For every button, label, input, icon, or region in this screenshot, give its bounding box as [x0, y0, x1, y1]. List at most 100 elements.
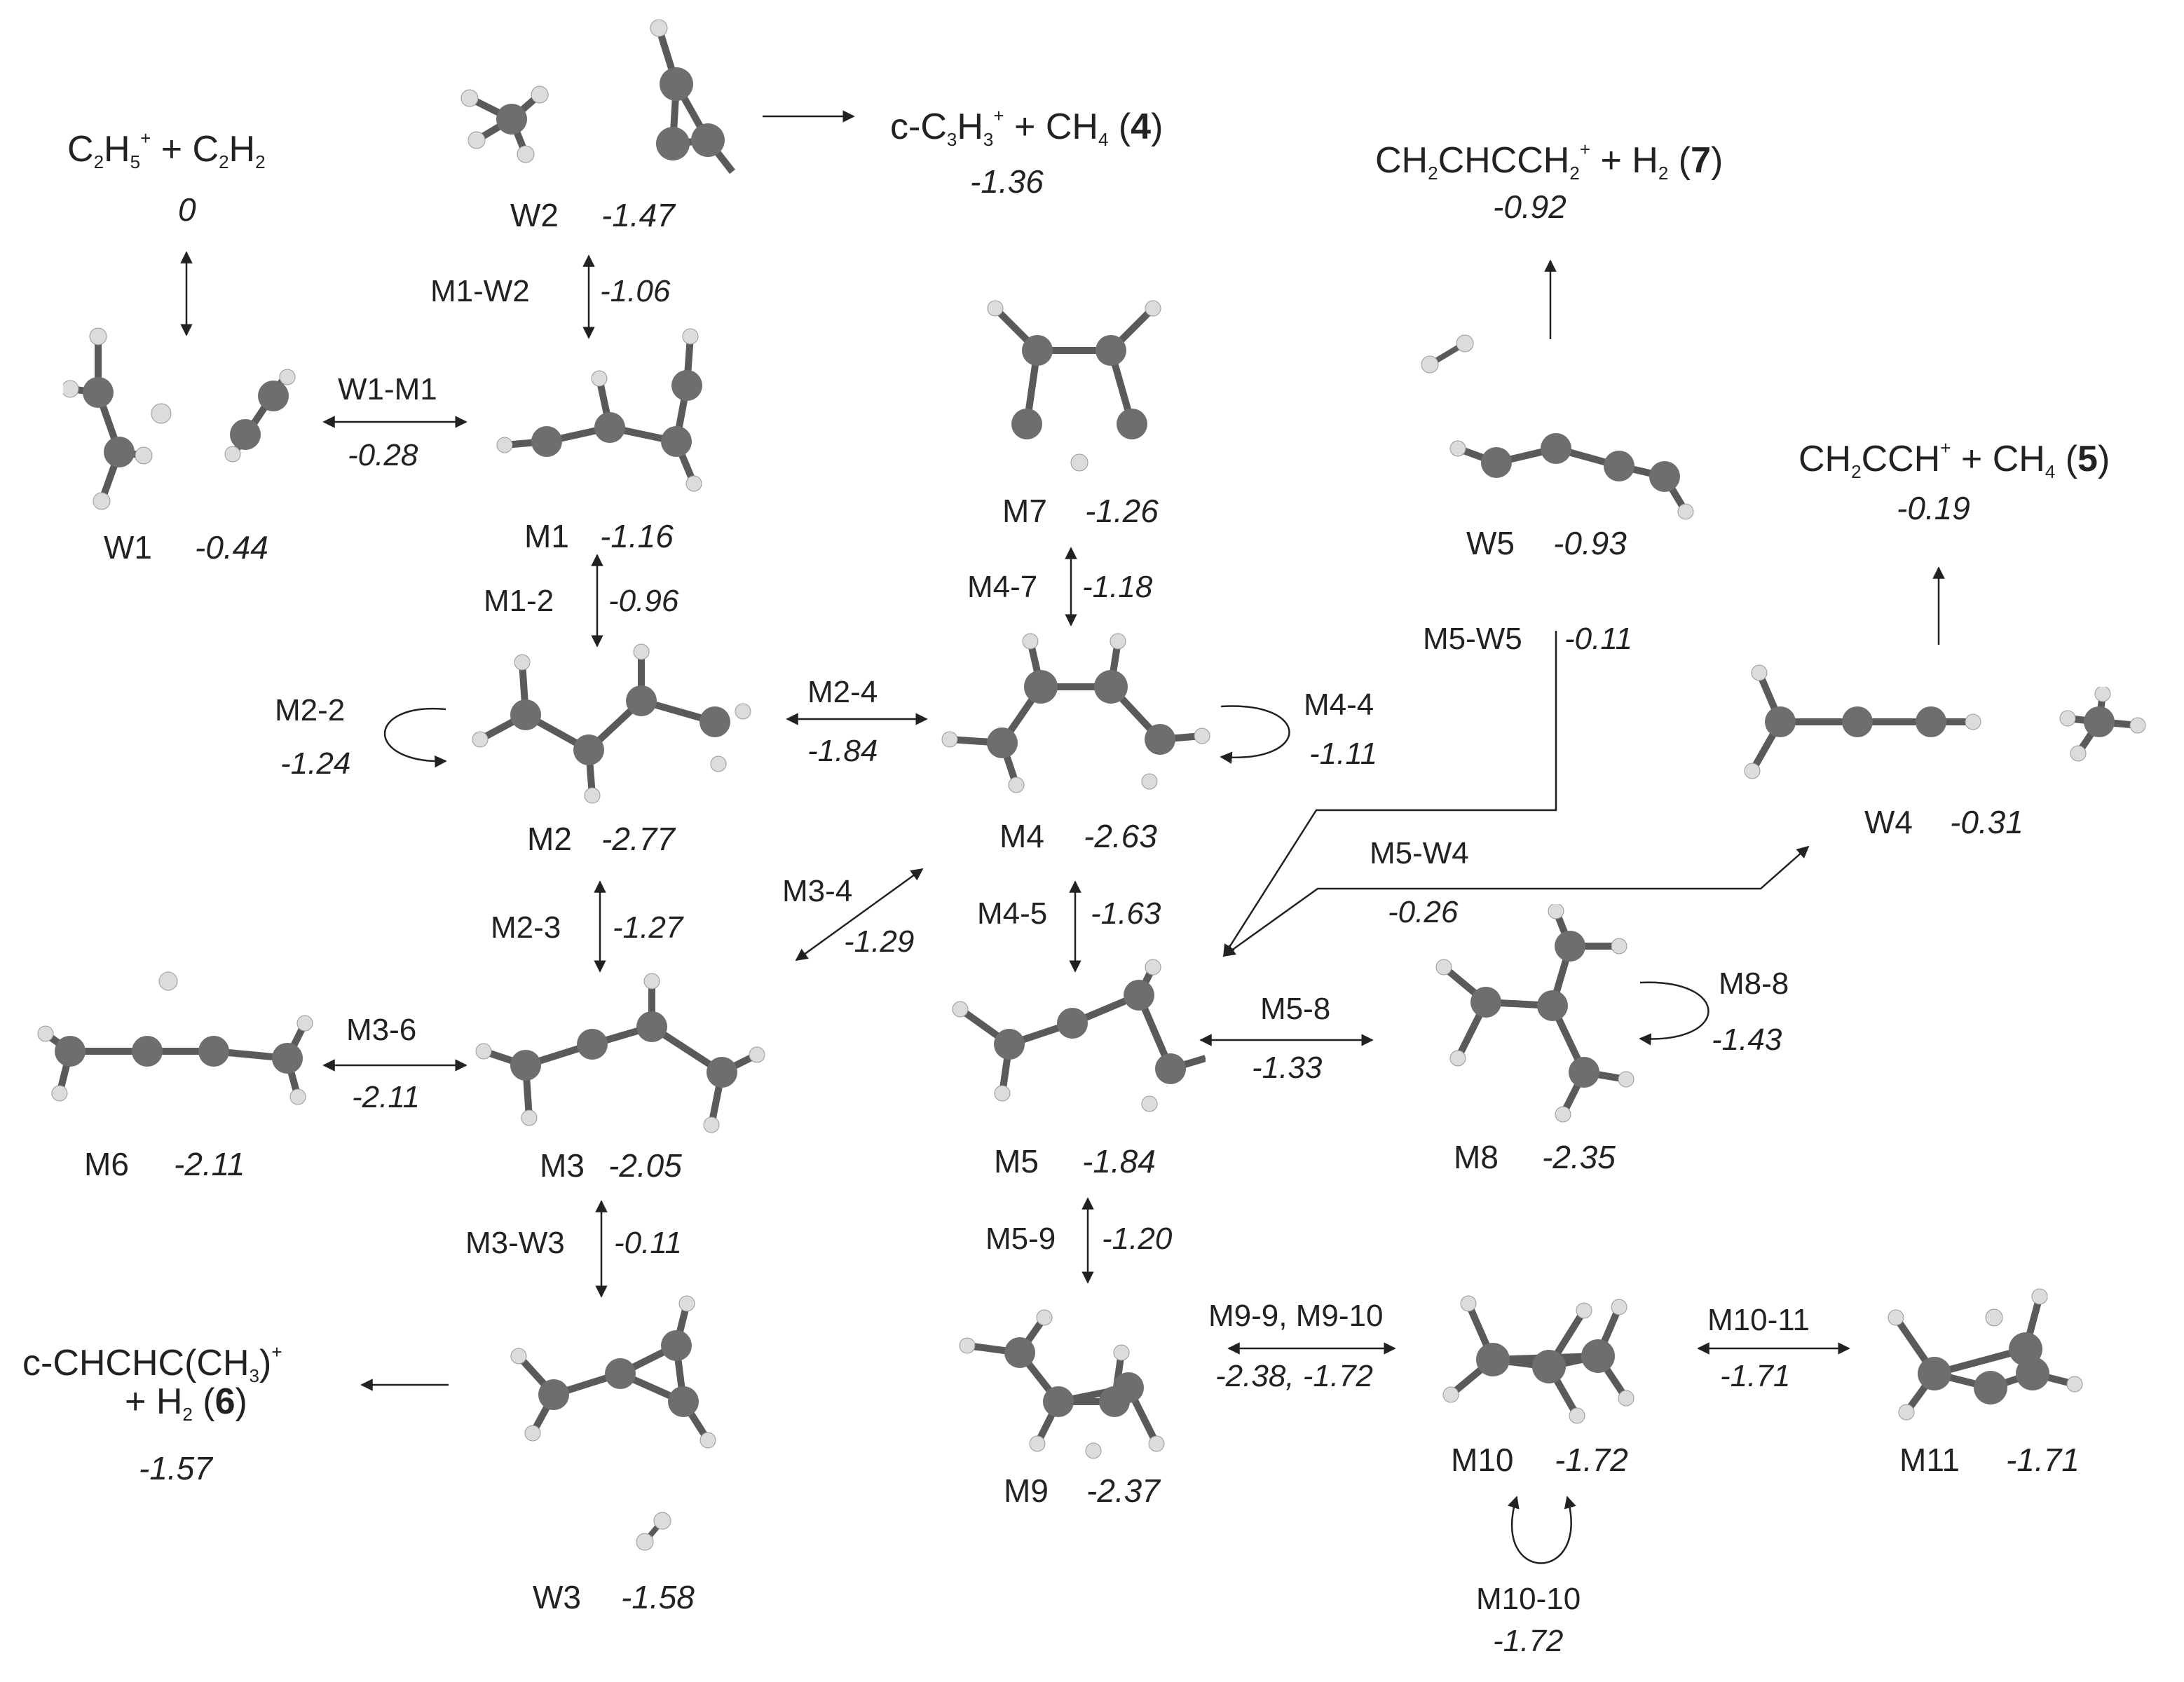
m10-name: M10 [1451, 1442, 1514, 1478]
ts-m5-9-label: M5-9 [985, 1222, 1056, 1256]
ts-m4-4-label: M4-4 [1304, 688, 1374, 722]
product-5-energy: -0.19 [1897, 490, 1970, 526]
molecule-w1-h [151, 403, 172, 424]
ts-m2-3-energy: -1.27 [613, 910, 683, 945]
molecule-w2-cyclopropenyl [650, 19, 735, 175]
m9-energy: -2.37 [1086, 1472, 1160, 1509]
arrow-m5-w4 [1222, 845, 1810, 957]
ts-m3-4-energy: -1.29 [844, 924, 915, 959]
m11-energy: -1.71 [2006, 1442, 2080, 1478]
molecule-w4-methane [2059, 687, 2146, 762]
m8-energy: -2.35 [1542, 1139, 1616, 1175]
m2-energy: -2.77 [601, 821, 675, 857]
product-4-energy: -1.36 [970, 163, 1044, 200]
ts-m5-w5-energy: -0.11 [1564, 622, 1633, 656]
molecule-w1-acetylene [224, 369, 296, 463]
molecule-m6 [37, 1015, 313, 1105]
w3-energy: -1.58 [621, 1579, 695, 1615]
w2-name: W2 [510, 197, 559, 233]
arrow-m2-2 [383, 707, 447, 768]
arrow-m3-m4 [795, 868, 924, 962]
ts-m10-11-label: M10-11 [1707, 1303, 1810, 1337]
ts-m3-6-label: M3-6 [346, 1013, 417, 1047]
m1-energy: -1.16 [600, 518, 674, 554]
ts-m5-w4-energy: -0.26 [1388, 895, 1459, 929]
molecule-w2-methane [460, 86, 549, 163]
ts-m2-2-label: M2-2 [275, 693, 346, 727]
reactants-label: C2H5+ + C2H2 [67, 128, 266, 172]
m9-name: M9 [1004, 1472, 1049, 1509]
m1-name: M1 [524, 518, 569, 554]
ts-w1-m1-label: W1-M1 [338, 372, 437, 406]
product-6-label: c-CHCHC(CH3)+ [22, 1341, 282, 1386]
w3-name: W3 [533, 1579, 581, 1615]
molecule-m5 [952, 959, 1206, 1112]
molecule-m9 [959, 1309, 1165, 1459]
m3-energy: -2.05 [608, 1147, 682, 1184]
m5-name: M5 [994, 1143, 1039, 1180]
ts-m5-9-energy: -1.20 [1102, 1222, 1173, 1256]
reactants-energy: 0 [178, 191, 196, 228]
ts-m2-2-energy: -1.24 [280, 746, 351, 781]
molecule-m7 [987, 300, 1161, 472]
arrow-m10-10 [1507, 1496, 1576, 1564]
ts-m5-8-energy: -1.33 [1252, 1051, 1323, 1085]
ts-m4-5-energy: -1.63 [1091, 896, 1161, 931]
molecule-m10 [1442, 1295, 1634, 1424]
molecule-w5-h2 [1421, 334, 1474, 374]
product-6-line2: + H2 (6) [125, 1381, 247, 1425]
w5-energy: -0.93 [1553, 525, 1627, 561]
m7-name: M7 [1002, 493, 1047, 529]
ts-m1-w2-energy: -1.06 [600, 274, 671, 308]
ts-m1-2-energy: -0.96 [608, 584, 679, 618]
ts-m5-8-label: M5-8 [1260, 992, 1331, 1026]
molecule-w1-ethyl [63, 327, 153, 510]
molecule-w5 [1449, 433, 1694, 520]
product-7-energy: -0.92 [1493, 189, 1567, 225]
m10-energy: -1.72 [1555, 1442, 1628, 1478]
m3-name: M3 [540, 1147, 585, 1184]
ts-m3-w3-energy: -0.11 [614, 1226, 683, 1260]
m7-energy: -1.26 [1085, 493, 1159, 529]
ts-m3-4-label: M3-4 [782, 874, 853, 908]
m4-energy: -2.63 [1084, 818, 1157, 854]
molecule-m8 [1435, 904, 1634, 1123]
w5-name: W5 [1466, 525, 1515, 561]
arrow-m8-8 [1639, 981, 1709, 1046]
ts-m1-2-label: M1-2 [484, 584, 554, 618]
ts-m9-9-10-energy: -2.38, -1.72 [1215, 1359, 1374, 1393]
ts-m3-6-energy: -2.11 [352, 1080, 421, 1114]
ts-m3-w3-label: M3-W3 [465, 1226, 565, 1260]
m6-energy: -2.11 [174, 1146, 245, 1182]
ts-m2-4-energy: -1.84 [807, 734, 878, 768]
molecule-m11 [1888, 1288, 2083, 1421]
ts-m10-10-energy: -1.72 [1493, 1624, 1564, 1658]
ts-m4-7-energy: -1.18 [1082, 570, 1153, 604]
m11-name: M11 [1899, 1442, 1960, 1478]
molecule-m4 [941, 633, 1210, 793]
molecule-w4-propargyl [1744, 664, 1981, 779]
w1-energy: -0.44 [195, 529, 268, 566]
molecule-m6-h [158, 971, 178, 991]
ts-w1-m1-energy: -0.28 [348, 438, 418, 472]
ts-m5-w5-label: M5-W5 [1423, 622, 1522, 656]
ts-m9-9-10-label: M9-9, M9-10 [1208, 1299, 1384, 1333]
arrow-m4-4 [1220, 705, 1290, 764]
molecule-m3 [475, 973, 765, 1133]
w4-name: W4 [1864, 804, 1913, 840]
m6-name: M6 [84, 1146, 129, 1182]
m2-name: M2 [527, 821, 572, 857]
m5-energy: -1.84 [1082, 1143, 1156, 1180]
ts-m8-8-label: M8-8 [1719, 966, 1789, 1001]
product-4-label: c-C3H3+ + CH4 (4) [890, 105, 1163, 150]
product-6-h2-prefix: + H [125, 1381, 183, 1422]
ts-m4-5-label: M4-5 [977, 896, 1048, 931]
ts-m2-3-label: M2-3 [491, 910, 561, 945]
molecule-m2 [472, 643, 751, 804]
m4-name: M4 [999, 818, 1044, 854]
ts-m10-10-label: M10-10 [1476, 1582, 1581, 1616]
ts-m10-11-energy: -1.71 [1720, 1359, 1791, 1393]
ts-m5-w4-label: M5-W4 [1370, 836, 1469, 870]
